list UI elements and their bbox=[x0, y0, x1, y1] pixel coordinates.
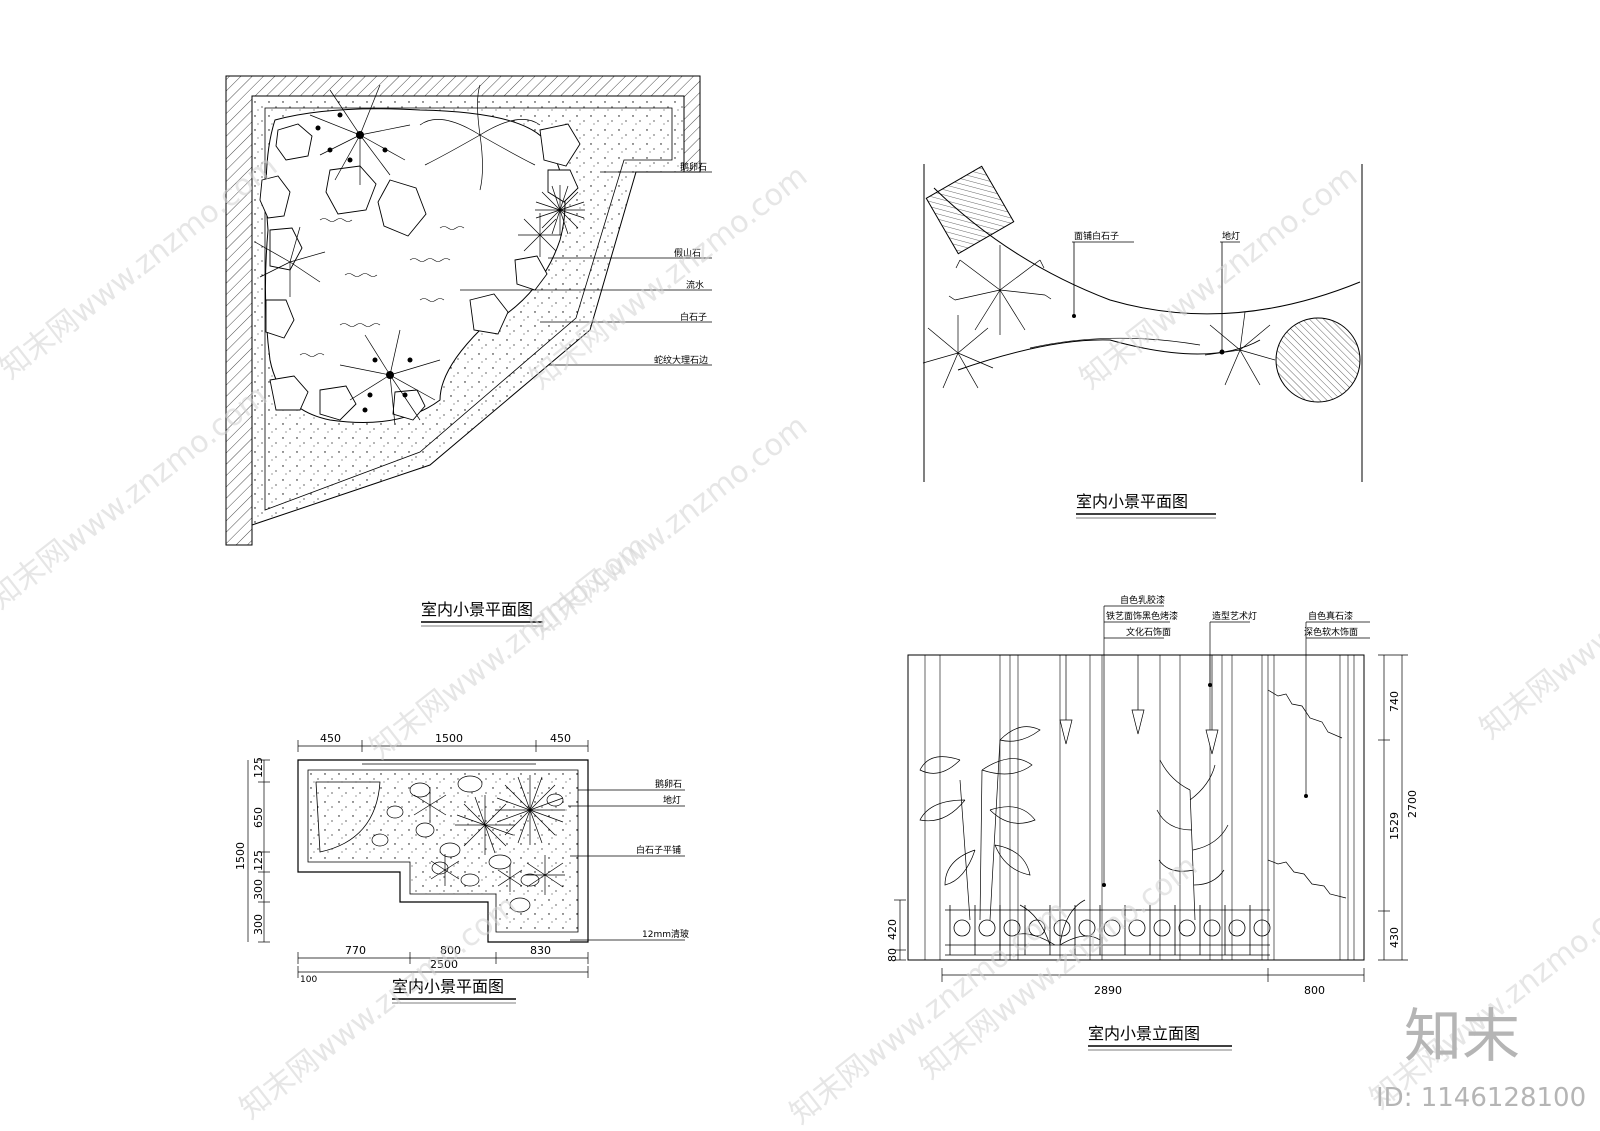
dim-elev-right-1: 1529 bbox=[1388, 812, 1401, 840]
path-lower-edge-2 bbox=[1029, 337, 1201, 349]
callout-bottom-left-3: 12mm清玻 bbox=[642, 928, 689, 940]
watermark-text: 知末网www.znzmo.com bbox=[1473, 508, 1600, 746]
panel-title-top-right: 室内小景平面图 bbox=[1076, 492, 1188, 511]
leader-dot bbox=[1304, 794, 1308, 798]
dim-left-0: 125 bbox=[252, 757, 265, 778]
panel-bottom-right: 自色乳胶漆 铁艺面饰黑色烤漆 文化石饰面 造型艺术灯 自色真石漆 深色软木饰面 … bbox=[886, 594, 1419, 1051]
dim-elev-right-total: 2700 bbox=[1406, 790, 1419, 818]
leader-dot bbox=[1102, 883, 1106, 887]
watermark-text: 知末网www.znzmo.com bbox=[233, 888, 524, 1126]
iron-railing bbox=[945, 905, 1271, 956]
brand-logo: 知末 bbox=[1404, 1002, 1520, 1070]
dim-elev-right-2: 430 bbox=[1388, 927, 1401, 948]
dim-top-2: 450 bbox=[550, 732, 571, 745]
dim-left-total: 1500 bbox=[234, 842, 247, 870]
hatched-round-planter bbox=[1275, 317, 1361, 403]
pendant-lamps bbox=[1059, 655, 1219, 755]
dim-bottom-0: 770 bbox=[345, 944, 366, 957]
dim-elev-bottom-1: 800 bbox=[1304, 984, 1325, 997]
panel-title-bottom-left: 室内小景平面图 bbox=[392, 977, 504, 996]
callout-top-left-0: 鹅卵石 bbox=[680, 161, 707, 173]
leaders-top-left bbox=[460, 171, 712, 366]
water-marks bbox=[299, 218, 465, 357]
plant-dots bbox=[315, 112, 413, 413]
dim-elev-left-1: 80 bbox=[886, 948, 899, 962]
callout-top-left-2: 流水 bbox=[686, 279, 704, 291]
callout-elev-5: 深色软木饰面 bbox=[1304, 626, 1358, 638]
dim-elev-left-0: 420 bbox=[886, 919, 899, 940]
callout-top-left-3: 白石子 bbox=[680, 311, 707, 323]
dim-left-3: 300 bbox=[252, 879, 265, 900]
dim-top-1: 1500 bbox=[435, 732, 463, 745]
watermark-text: 知末网www.znzmo.com bbox=[1363, 878, 1600, 1116]
callout-top-right-0: 面铺白石子 bbox=[1074, 230, 1119, 242]
watermark-text: 知末网www.znzmo.com bbox=[783, 893, 1074, 1131]
stone-edge-lower bbox=[1267, 859, 1347, 899]
callout-bottom-left-1: 地灯 bbox=[663, 794, 681, 806]
dim-offset: 100 bbox=[300, 975, 317, 985]
panel-title-bottom-right: 室内小景立面图 bbox=[1088, 1024, 1200, 1043]
bed-outline-inner bbox=[264, 107, 673, 511]
callout-elev-4: 自色真石漆 bbox=[1308, 610, 1353, 622]
dimension-lines-bl bbox=[247, 740, 589, 978]
hatched-square-planter bbox=[925, 165, 1015, 255]
dim-left-1: 650 bbox=[252, 807, 265, 828]
dim-elev-bottom-0: 2890 bbox=[1094, 984, 1122, 997]
planter-outer bbox=[297, 759, 589, 943]
dim-total: 2500 bbox=[430, 958, 458, 971]
leader-dot bbox=[1208, 683, 1212, 687]
leaders-elevation bbox=[1103, 605, 1370, 885]
panel-title-top-left: 室内小景平面图 bbox=[421, 600, 533, 619]
plant-symbols bbox=[254, 84, 585, 426]
callout-elev-1: 铁艺面饰黑色烤漆 bbox=[1106, 610, 1178, 622]
leaders-top-right bbox=[1072, 241, 1240, 352]
quarter-arc bbox=[315, 781, 381, 853]
dimension-lines-elev bbox=[894, 654, 1408, 982]
watermark-text: 知末网www.znzmo.com bbox=[363, 528, 654, 766]
callout-elev-3: 造型艺术灯 bbox=[1212, 610, 1257, 622]
callout-bottom-left-2: 白石子平铺 bbox=[636, 844, 681, 856]
dim-bottom-1: 800 bbox=[440, 944, 461, 957]
dim-bottom-2: 830 bbox=[530, 944, 551, 957]
plant-symbols-tr bbox=[922, 245, 1276, 389]
dim-top-0: 450 bbox=[320, 732, 341, 745]
callout-bottom-left-0: 鹅卵石 bbox=[655, 778, 682, 790]
rocks bbox=[259, 123, 581, 421]
callout-top-left-4: 蛇纹大理石边 bbox=[654, 354, 708, 366]
stone-edge-upper bbox=[1267, 689, 1343, 739]
brand-id: ID: 1146128100 bbox=[1376, 1083, 1586, 1113]
callout-top-right-1: 地灯 bbox=[1222, 230, 1240, 242]
dim-elev-right-0: 740 bbox=[1388, 691, 1401, 712]
panel-bottom-left: 450 1500 450 770 800 830 2500 100 1500 1… bbox=[234, 732, 689, 1004]
pebbles bbox=[371, 775, 564, 913]
leaders-bottom-left bbox=[568, 789, 685, 941]
plants-elevation bbox=[919, 726, 1229, 946]
panel-top-right: 面铺白石子 地灯 室内小景平面图 bbox=[922, 164, 1363, 519]
callout-elev-2: 文化石饰面 bbox=[1126, 626, 1171, 638]
callout-top-left-1: 假山石 bbox=[674, 248, 701, 259]
elevation-frame bbox=[907, 654, 1365, 961]
panel-top-left: 鹅卵石 假山石 流水 白石子 蛇纹大理石边 室内小景平面图 bbox=[225, 75, 712, 627]
dim-left-2: 125 bbox=[252, 850, 265, 871]
plant-symbols-bl bbox=[413, 775, 565, 895]
callout-elev-0: 自色乳胶漆 bbox=[1120, 594, 1165, 606]
dim-left-4: 300 bbox=[252, 914, 265, 935]
